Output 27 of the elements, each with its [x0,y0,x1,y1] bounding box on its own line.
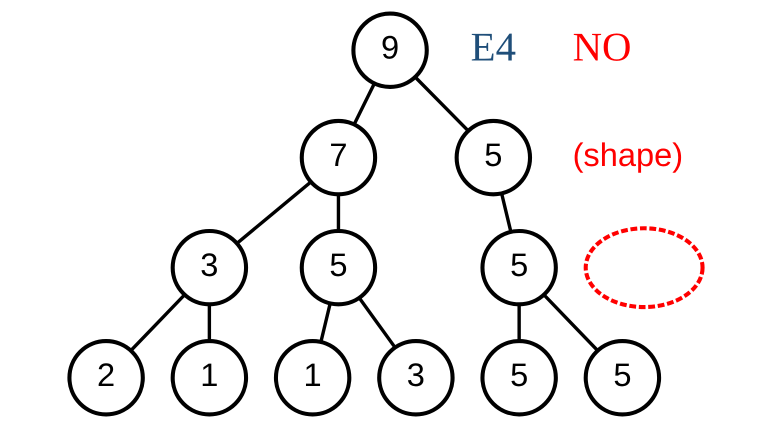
node-circle: 9 [351,12,429,89]
node-circle: 5 [480,228,558,306]
node-circle: 1 [274,339,352,416]
label: (shape) [572,136,684,174]
label: E4 [470,24,516,70]
connector [336,194,340,231]
node-circle: 5 [300,228,378,306]
connector [130,294,186,352]
connector [414,76,470,132]
connector [358,297,396,348]
node-circle: 2 [67,339,145,416]
connector [208,304,212,341]
connector [236,180,312,244]
connector [319,303,332,342]
label: NO [572,24,632,70]
node-ellipse [584,226,705,310]
node-circle: 1 [170,339,248,416]
node-circle: 5 [480,339,558,416]
connector [542,294,599,352]
node-circle: 3 [377,339,455,416]
connector [517,304,521,341]
node-circle: 3 [170,228,248,306]
node-circle: 5 [584,339,662,416]
node-circle: 5 [454,118,532,196]
connector [352,82,376,125]
node-circle: 7 [300,118,378,196]
connector [500,193,513,232]
